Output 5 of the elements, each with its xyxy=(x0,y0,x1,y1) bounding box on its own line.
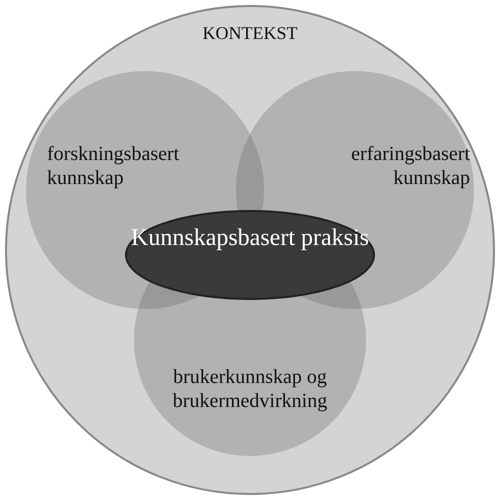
circle-label: brukerkunnskap og brukermedvirkning xyxy=(172,365,328,413)
circle-label: forskningsbasert kunnskap xyxy=(47,142,180,190)
circle-label: erfaringsbasert kunnskap xyxy=(350,142,470,190)
center-label: Kunnskapsbasert praksis xyxy=(130,224,370,253)
context-label: KONTEKST xyxy=(202,23,298,45)
